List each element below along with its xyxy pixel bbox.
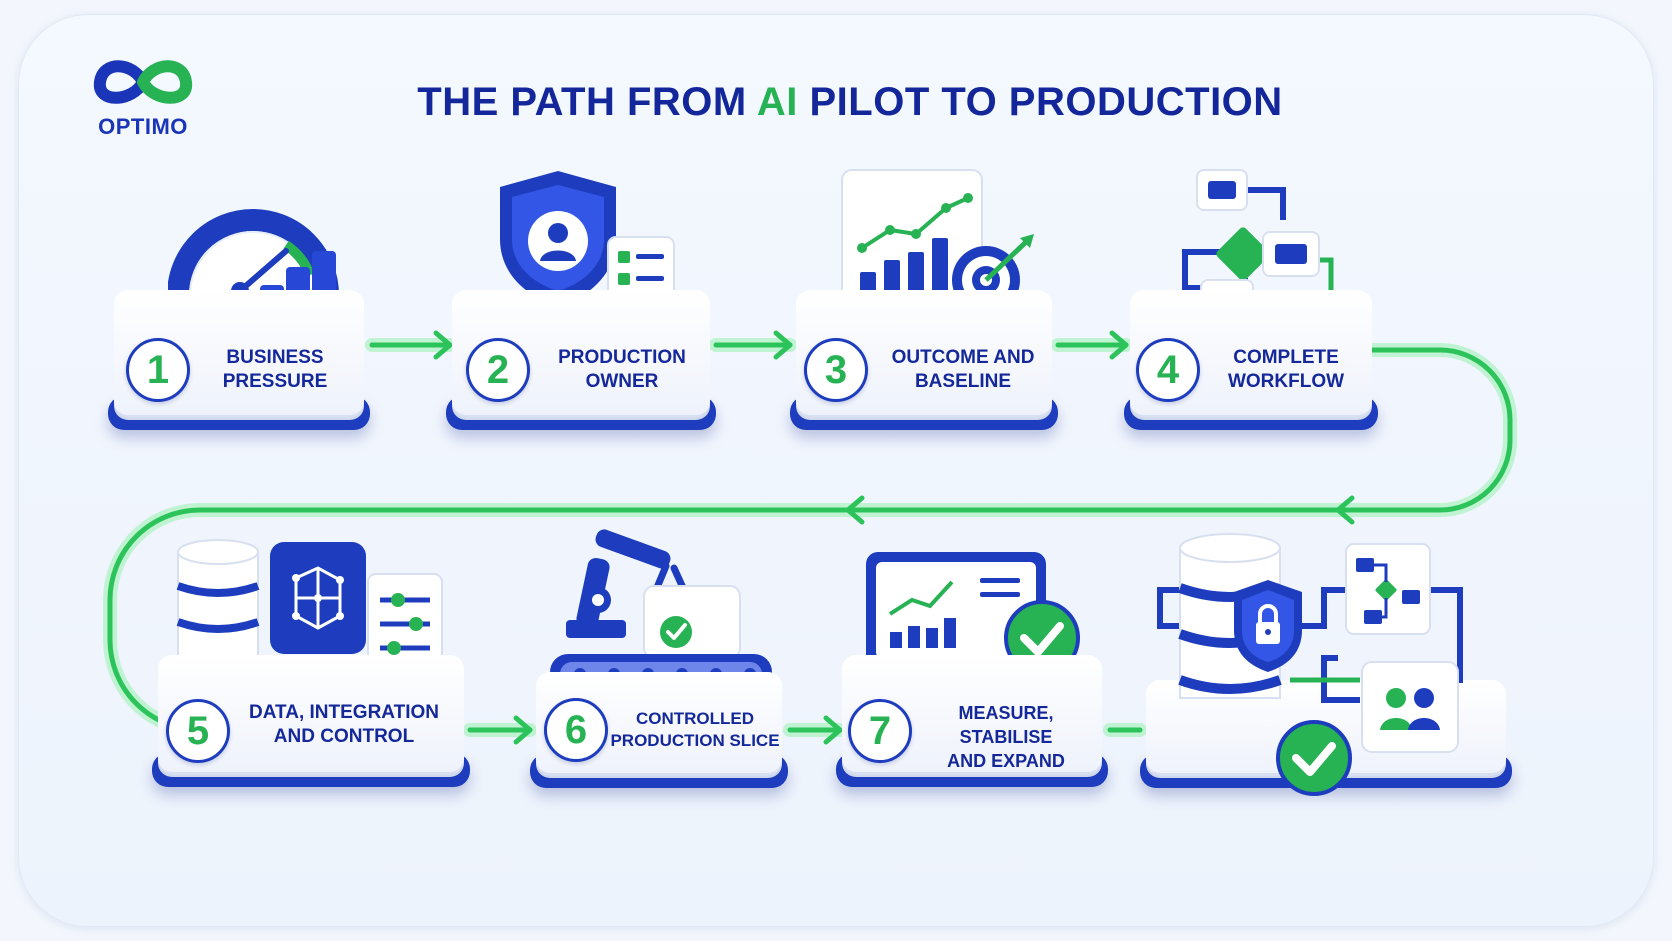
step-3-label-line1: OUTCOME AND <box>891 347 1035 368</box>
title-accent: AI <box>756 80 798 124</box>
step-2-label-line2: OWNER <box>585 371 659 392</box>
step-2-number: 2 <box>466 338 530 402</box>
step-5-label: DATA, INTEGRATION AND CONTROL <box>240 701 448 749</box>
step-2-label-line1: PRODUCTION <box>558 347 686 368</box>
step-5-label-line2: AND CONTROL <box>273 726 415 747</box>
step-7-label: MEASURE, STABILISE AND EXPAND <box>916 701 1096 773</box>
production-system-icon <box>1150 530 1490 805</box>
step-7-platform: 7 MEASURE, STABILISE AND EXPAND <box>836 655 1108 787</box>
step-3-label-line2: BASELINE <box>914 371 1012 392</box>
step-1-label-line1: BUSINESS <box>226 347 324 368</box>
step-6-label-line2: PRODUCTION SLICE <box>610 731 780 750</box>
title-prefix: THE PATH FROM <box>417 80 757 124</box>
infinity-icon <box>94 60 192 104</box>
brand-logo: OPTIMO <box>78 52 208 142</box>
step-5-platform: 5 DATA, INTEGRATION AND CONTROL <box>152 655 470 787</box>
step-4-label-line2: WORKFLOW <box>1227 371 1345 392</box>
step-4-platform: 4 COMPLETE WORKFLOW <box>1124 290 1378 430</box>
step-3-number: 3 <box>804 338 868 402</box>
step-3-platform: 3 OUTCOME AND BASELINE <box>790 290 1058 430</box>
step-6-platform: 6 CONTROLLED PRODUCTION SLICE <box>530 672 788 788</box>
step-2-platform: 2 PRODUCTION OWNER <box>446 290 716 430</box>
step-4-label-line1: COMPLETE <box>1233 347 1339 368</box>
step-1-platform: 1 BUSINESS PRESSURE <box>108 290 370 430</box>
database-ai-sliders-icon <box>172 538 452 683</box>
step-1-number: 1 <box>126 338 190 402</box>
step-2-label: PRODUCTION OWNER <box>542 346 702 394</box>
step-6-label: CONTROLLED PRODUCTION SLICE <box>610 708 780 752</box>
step-4-label: COMPLETE WORKFLOW <box>1210 346 1362 394</box>
step-5-label-line1: DATA, INTEGRATION <box>249 702 439 723</box>
step-1-label: BUSINESS PRESSURE <box>200 346 350 394</box>
step-7-label-line1: MEASURE, STABILISE <box>958 703 1054 747</box>
dashboard-check-icon <box>862 548 1092 683</box>
step-6-label-line1: CONTROLLED <box>635 709 755 728</box>
step-7-label-line2: AND EXPAND <box>947 751 1065 771</box>
step-5-number: 5 <box>166 699 230 763</box>
step-6-number: 6 <box>544 698 608 762</box>
title-suffix: PILOT TO PRODUCTION <box>797 80 1283 124</box>
page-title: THE PATH FROM AI PILOT TO PRODUCTION <box>0 80 1672 125</box>
step-7-number: 7 <box>848 699 912 763</box>
step-1-label-line2: PRESSURE <box>222 371 328 392</box>
step-3-label: OUTCOME AND BASELINE <box>878 346 1048 394</box>
brand-name: OPTIMO <box>98 114 188 139</box>
step-4-number: 4 <box>1136 338 1200 402</box>
